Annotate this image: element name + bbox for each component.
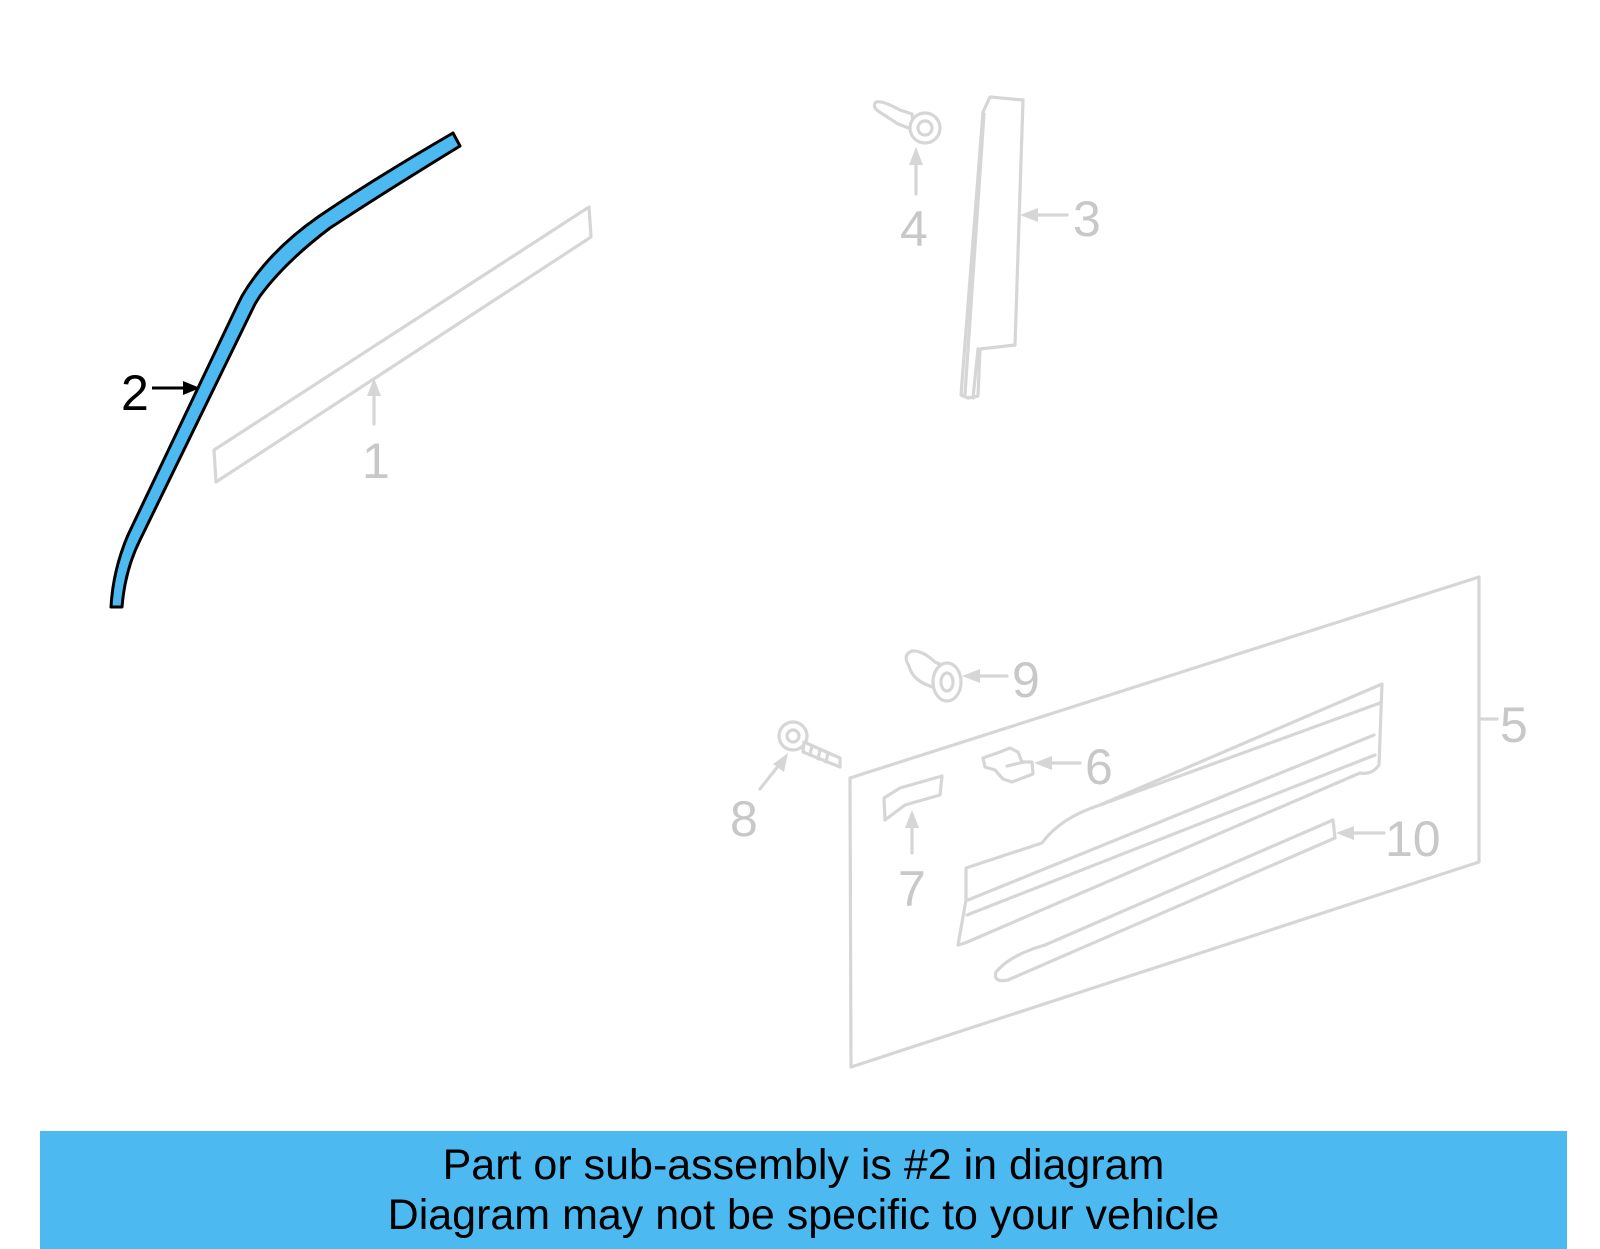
- part-8-screw[interactable]: [777, 720, 842, 769]
- part-7-bracket[interactable]: [882, 774, 944, 822]
- callout-7-leader: [905, 810, 919, 855]
- part-1-molding[interactable]: [212, 205, 593, 484]
- callout-1-leader: [367, 378, 381, 426]
- part-6-clip[interactable]: [981, 746, 1035, 784]
- body-side-molding: [956, 682, 1384, 947]
- callout-5-label[interactable]: 5: [1500, 697, 1528, 753]
- callout-4-leader: [909, 147, 923, 196]
- callout-3-leader: [1020, 208, 1069, 222]
- callout-3-label[interactable]: 3: [1073, 191, 1101, 247]
- callout-10-leader: [1336, 826, 1386, 840]
- callout-1-label[interactable]: 1: [362, 433, 390, 489]
- callout-8-label[interactable]: 8: [730, 791, 758, 847]
- part-9-push-clip[interactable]: [904, 649, 963, 703]
- callout-8-leader: [758, 753, 788, 791]
- part-10-lower-molding[interactable]: [993, 818, 1337, 983]
- part-5-door-panel-group[interactable]: [848, 575, 1481, 1069]
- callout-10-label[interactable]: 10: [1385, 811, 1441, 867]
- callout-2-leader: [152, 381, 200, 395]
- callout-6-leader: [1034, 756, 1082, 770]
- info-banner: Part or sub-assembly is #2 in diagram Di…: [40, 1131, 1567, 1249]
- callout-2-label[interactable]: 2: [121, 365, 149, 421]
- callout-7-label[interactable]: 7: [898, 861, 926, 917]
- callout-4-label[interactable]: 4: [900, 201, 928, 257]
- banner-line-2: Diagram may not be specific to your vehi…: [387, 1191, 1220, 1239]
- callout-9-leader: [962, 669, 1009, 683]
- callout-6-label[interactable]: 6: [1085, 739, 1113, 795]
- part-3-pillar-applique[interactable]: [959, 95, 1025, 400]
- callout-9-label[interactable]: 9: [1012, 652, 1040, 708]
- part-2-drip-molding[interactable]: [109, 131, 462, 609]
- banner-line-1: Part or sub-assembly is #2 in diagram: [442, 1141, 1165, 1189]
- part-4-screw[interactable]: [872, 100, 942, 145]
